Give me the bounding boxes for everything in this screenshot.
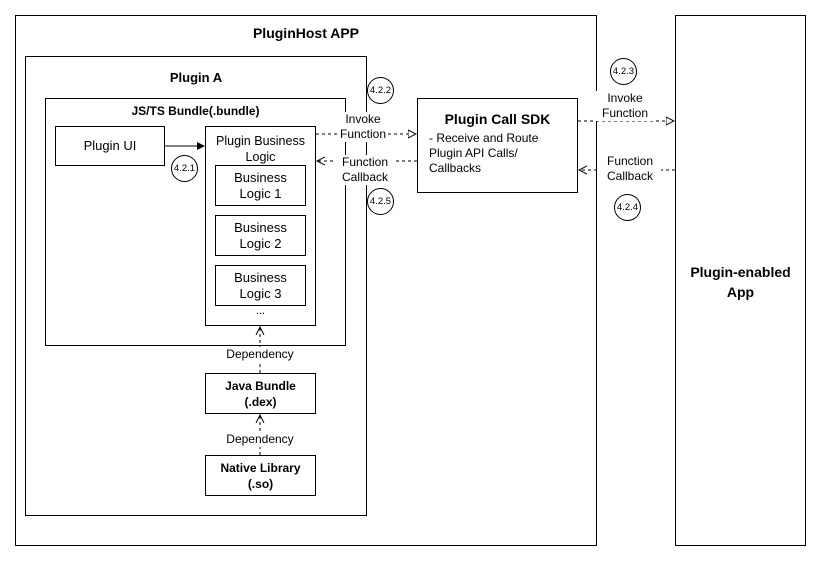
dependency-label-java: Dependency: [215, 347, 305, 362]
business-logic-2-box: Business Logic 2: [215, 215, 306, 256]
plugin-ui-box: Plugin UI: [55, 126, 165, 166]
business-logic-1-box: Business Logic 1: [215, 165, 306, 206]
business-logic-more-ellipsis: ...: [255, 305, 266, 317]
plugin-host-app-title: PluginHost APP: [252, 25, 360, 41]
step-4-2-1-badge: 4.2.1: [171, 155, 198, 182]
plugin-call-sdk-description: - Receive and Route Plugin API Calls/ Ca…: [429, 131, 539, 175]
invoke-function-label-right: Invoke Function: [596, 91, 654, 121]
step-4-2-4-badge: 4.2.4: [614, 194, 641, 221]
step-4-2-3-badge: 4.2.3: [610, 58, 637, 85]
plugin-business-logic-title: Plugin Business Logic: [216, 134, 305, 164]
java-bundle-box: Java Bundle (.dex): [205, 373, 316, 414]
invoke-function-label-left: Invoke Function: [338, 112, 388, 142]
function-callback-label-left: Function Callback: [336, 155, 394, 185]
plugin-call-sdk-title: Plugin Call SDK: [444, 111, 551, 127]
plugin-call-sdk-box: [417, 98, 578, 193]
plugin-enabled-app-title: Plugin-enabled App: [690, 264, 791, 300]
business-logic-3-box: Business Logic 3: [215, 265, 306, 306]
dependency-label-native: Dependency: [215, 432, 305, 447]
js-ts-bundle-title: JS/TS Bundle(.bundle): [131, 104, 260, 118]
function-callback-label-right: Function Callback: [599, 154, 661, 184]
native-library-box: Native Library (.so): [205, 455, 316, 496]
step-4-2-5-badge: 4.2.5: [367, 188, 394, 215]
step-4-2-2-badge: 4.2.2: [367, 77, 394, 104]
plugin-enabled-app-container: [675, 15, 806, 546]
plugin-a-title: Plugin A: [169, 70, 223, 85]
